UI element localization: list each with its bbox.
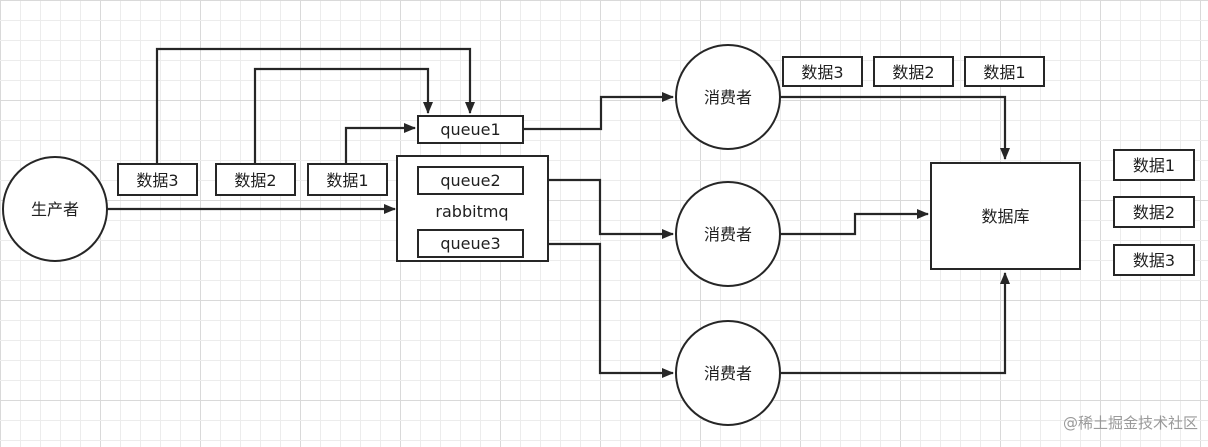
consumer-nodes: 消费者 消费者 消费者 [675,44,781,426]
producer-message-label: 数据2 [234,171,276,190]
producer-label: 生产者 [31,200,79,219]
arrow-message1-to-queue1 [344,123,416,166]
arrow-queue3-to-consumer3 [523,242,674,378]
consumer-label: 消费者 [704,225,752,244]
database-message-label: 数据3 [1133,251,1175,270]
producer-message-box [307,163,388,196]
database-message-label: 数据1 [1133,156,1175,175]
arrow-message3-to-queue1 [155,47,475,166]
database-message-label: 数据2 [1133,203,1175,222]
rabbitmq-broker: queue2 rabbitmq queue3 [396,155,549,262]
queue1-label: queue1 [440,120,500,139]
consumer-message-box [782,56,863,87]
consumer-label: 消费者 [704,364,752,383]
producer-circle [2,156,108,262]
consumer-label: 消费者 [704,88,752,107]
producer-message-box [215,163,296,196]
database-node: 数据库 [930,162,1081,270]
queue2-label: queue2 [440,171,500,190]
connectors [107,47,1010,378]
consumer-message-label: 数据1 [983,63,1025,82]
queue3-label: queue3 [440,234,500,253]
consumer-message-label: 数据2 [892,63,934,82]
database-message-box [1113,196,1195,228]
consumer-circle [675,320,781,426]
database-label: 数据库 [981,207,1029,226]
arrow-consumer1-to-database [780,95,1010,160]
queue1-box [417,115,524,144]
database-message-box [1113,149,1195,181]
producer-message-box [117,163,198,196]
database-message-box [1113,244,1195,276]
arrow-consumer3-to-database [780,272,1010,375]
queue2-box [417,166,524,195]
consumer-circle [675,44,781,150]
arrow-queue1-to-consumer1 [523,92,674,131]
consumer-circle [675,181,781,287]
queue1-node: queue1 [417,115,524,144]
consumer-messages: 数据3 数据2 数据1 [782,56,1045,87]
consumer-message-box [873,56,954,87]
producer-messages: 数据3 数据2 数据1 [117,163,388,196]
database-messages: 数据1 数据2 数据3 [1113,149,1195,276]
consumer-message-label: 数据3 [801,63,843,82]
producer-message-label: 数据1 [326,171,368,190]
watermark-text: @稀土掘金技术社区 [1063,414,1198,432]
producer-message-label: 数据3 [136,171,178,190]
arrow-message2-to-queue1 [253,67,433,166]
arrow-queue2-to-consumer2 [523,178,674,239]
queue3-box [417,229,524,258]
rabbitmq-label: rabbitmq [435,202,508,221]
arrow-consumer2-to-database [780,209,929,236]
consumer-message-box [964,56,1045,87]
database-box [930,162,1081,270]
producer-node: 生产者 [2,156,108,262]
